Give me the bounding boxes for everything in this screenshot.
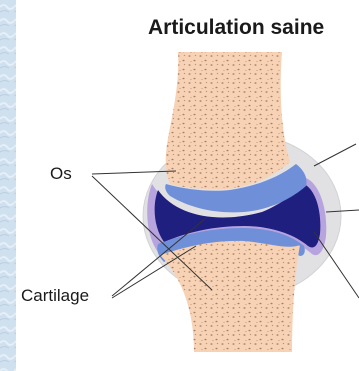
label-bone: Os (50, 164, 72, 184)
diagram-title: Articulation saine (148, 16, 324, 40)
label-cartilage: Cartilage (21, 286, 89, 306)
lower-bone-pores (150, 240, 310, 355)
capsule-leader-line (314, 144, 356, 166)
